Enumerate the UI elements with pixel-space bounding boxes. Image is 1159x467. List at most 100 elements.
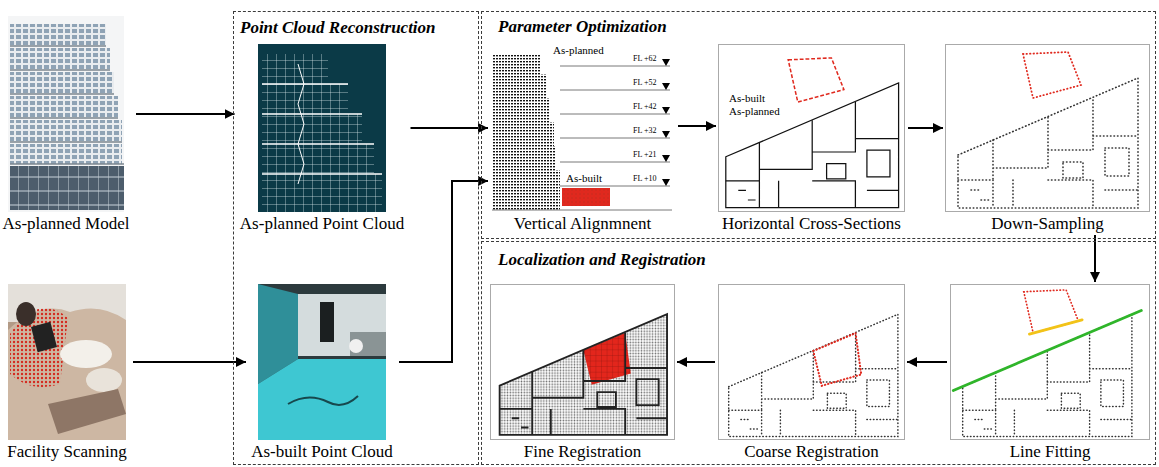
built-point-cloud-image	[350, 332, 386, 356]
vertical-alignment-image	[562, 188, 610, 206]
vertical-alignment-image	[662, 59, 670, 186]
building-model-image	[10, 144, 122, 164]
figure-label: As-built	[728, 92, 766, 105]
stage-group: Localization and RegistrationLine Fittin…	[482, 242, 1155, 464]
process-panel: Vertical Alignmnent	[490, 40, 675, 233]
down-sampled-image	[946, 45, 1150, 212]
scanning-photo	[48, 389, 126, 434]
vertical-alignment-image	[492, 66, 672, 210]
process-panel: As-planned Point Cloud	[237, 44, 408, 233]
coarse-registration-image	[729, 314, 898, 436]
group-title: Point Cloud Reconstruction	[240, 18, 436, 38]
figure-label: FL +21	[632, 150, 658, 159]
fine-registration-image	[500, 314, 667, 435]
coarse-registration-image	[813, 333, 861, 386]
scanning-photo	[8, 284, 126, 440]
building-model-image	[10, 24, 106, 46]
figure-label: As-built	[565, 172, 603, 185]
vertical-alignment-image	[490, 40, 675, 212]
scanning-photo	[8, 284, 126, 440]
vertical-alignment-image	[492, 54, 560, 210]
scanning-photo	[16, 302, 36, 326]
planned-point-cloud-image	[298, 64, 304, 184]
panel-caption: Facility Scanning	[7, 442, 126, 461]
flow-arrow	[136, 113, 235, 115]
process-panel: Coarse Registration	[718, 284, 905, 461]
figure-label: FL +32	[632, 126, 658, 135]
flow-arrow	[1094, 235, 1096, 282]
down-sampled-image	[958, 78, 1138, 208]
built-point-cloud-image	[258, 284, 386, 440]
cross-section-image	[719, 45, 905, 212]
flow-arrow	[133, 361, 246, 363]
panel-caption: As-built Point Cloud	[251, 442, 393, 461]
down-sampled-image	[958, 52, 1138, 208]
flow-arrow	[399, 181, 488, 362]
flow-arrow	[907, 361, 947, 363]
building-model-image	[10, 72, 114, 94]
building-model-image	[10, 46, 124, 164]
line-fitting-image	[953, 290, 1141, 437]
figure-label: FL +52	[632, 78, 658, 87]
flow-arrow	[677, 361, 715, 363]
scanning-photo	[31, 322, 57, 352]
figure-label: FL +42	[632, 102, 658, 111]
panel-caption: As-planned Point Cloud	[240, 214, 404, 233]
stage-group: Point Cloud ReconstructionAs-planned Poi…	[234, 12, 478, 464]
line-fitting-image	[1024, 290, 1079, 333]
figure-label: FL +62	[632, 54, 658, 63]
process-panel: Line Fitting	[950, 284, 1150, 461]
line-fitting-image	[951, 285, 1150, 440]
built-point-cloud-image	[258, 284, 386, 440]
planned-point-cloud-image	[262, 84, 382, 174]
built-point-cloud-image	[298, 294, 386, 356]
process-panel: Fine Registration	[490, 284, 675, 461]
down-sampled-image	[1023, 52, 1081, 98]
planned-point-cloud-image	[258, 44, 386, 212]
building-model-image	[10, 96, 118, 118]
building-model-image	[8, 16, 124, 212]
group-title: Parameter Optimization	[498, 17, 667, 37]
figure-label: As-planned	[552, 44, 605, 57]
vertical-alignment-image	[562, 188, 610, 206]
flow-arrow	[908, 127, 943, 129]
cross-section-image	[726, 58, 899, 208]
panel-caption: As-planned Model	[2, 214, 129, 233]
process-panel: Down-Sampling	[945, 44, 1150, 233]
process-panel: As-planned Model	[0, 16, 133, 233]
line-fitting-image	[953, 311, 1141, 391]
scanning-photo	[8, 308, 126, 440]
planned-point-cloud-image	[258, 44, 386, 212]
building-model-image	[10, 166, 124, 210]
vertical-alignment-image	[490, 40, 675, 212]
coarse-registration-image	[729, 314, 898, 436]
figure-label: As-planned	[728, 105, 781, 118]
cross-section-image	[788, 58, 844, 102]
building-model-image	[10, 48, 110, 70]
coarse-registration-image	[719, 285, 905, 440]
fine-registration-image	[500, 314, 667, 435]
fine-registration-image	[491, 285, 675, 440]
flow-arrow	[678, 125, 716, 127]
process-panel: As-built Point Cloud	[248, 284, 396, 461]
group-title: Localization and Registration	[498, 250, 706, 270]
line-fitting-image	[1029, 320, 1082, 334]
panel-caption: Down-Sampling	[991, 214, 1103, 233]
built-point-cloud-image	[320, 302, 334, 342]
scanning-photo	[60, 340, 112, 368]
panel-caption: Horizontal Cross-Sections	[722, 214, 901, 233]
built-point-cloud-image	[258, 359, 386, 440]
fine-registration-image	[500, 314, 667, 435]
building-model-image	[10, 120, 122, 142]
figure-label: FL +10	[632, 174, 658, 183]
built-point-cloud-image	[349, 339, 363, 353]
planned-point-cloud-image	[262, 54, 382, 212]
down-sampled-image	[946, 45, 1150, 212]
built-point-cloud-image	[288, 396, 358, 405]
cross-section-image	[726, 83, 899, 208]
fine-registration-image	[491, 285, 675, 440]
panel-caption: Fine Registration	[524, 442, 642, 461]
